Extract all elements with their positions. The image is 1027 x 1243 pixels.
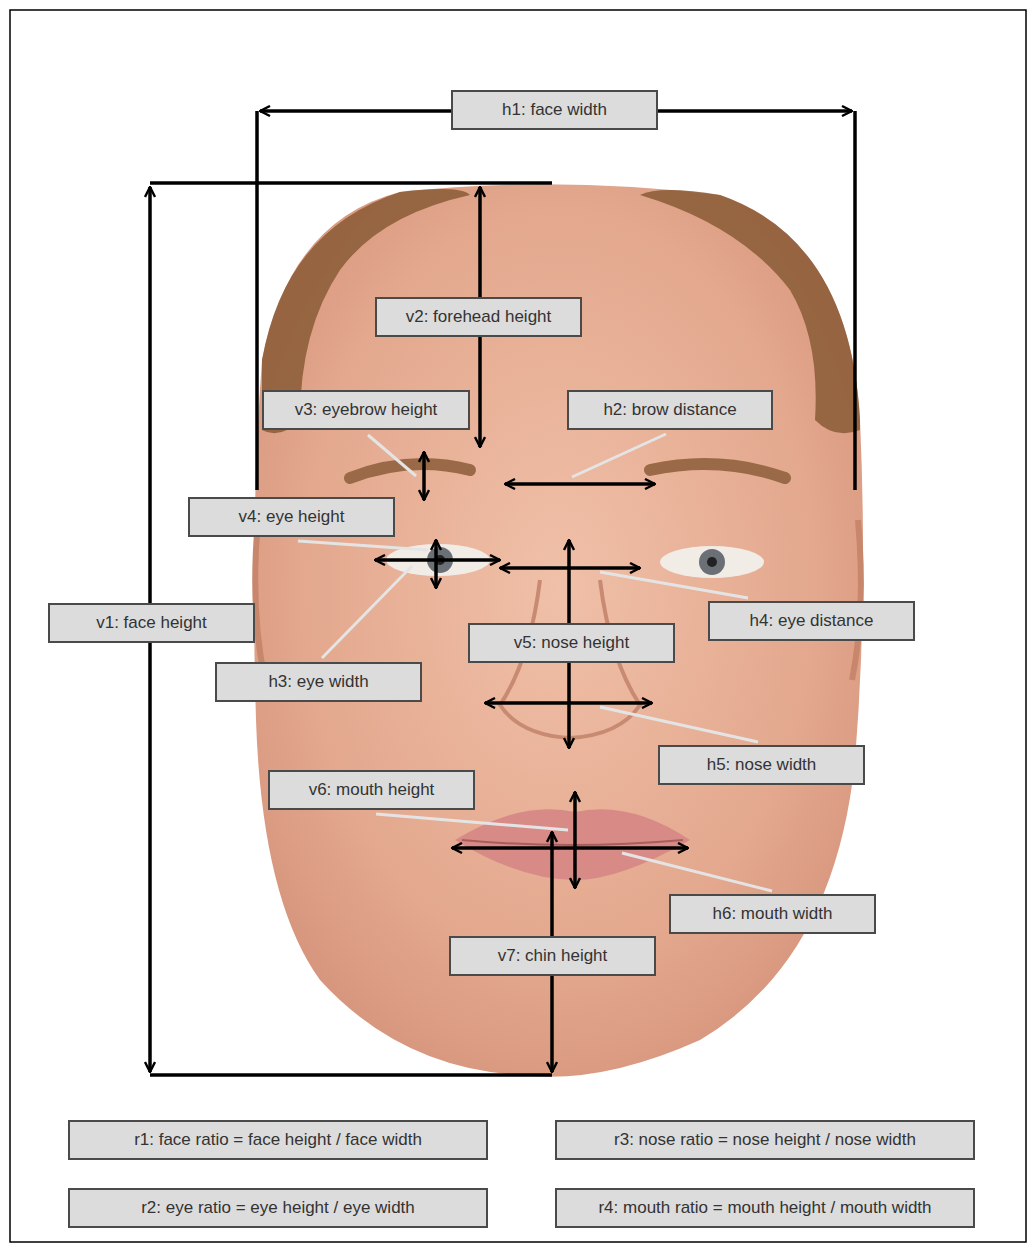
label-box: h4: eye distance [708, 601, 915, 641]
ear [852, 520, 861, 680]
label-box: v6: mouth height [268, 770, 475, 810]
leader-line [322, 566, 412, 658]
label-box: v7: chin height [449, 936, 656, 976]
label-text: h4: eye distance [742, 611, 882, 631]
label-text: v6: mouth height [301, 780, 443, 800]
label-text: h2: brow distance [595, 400, 744, 420]
label-text: r4: mouth ratio = mouth height / mouth w… [590, 1198, 939, 1218]
ear [255, 520, 265, 680]
dimension-arrow [505, 482, 655, 486]
extension-line [150, 181, 552, 185]
extension-line [255, 111, 259, 490]
label-box: h3: eye width [215, 662, 422, 702]
dimension-arrow [485, 701, 652, 705]
lips [455, 809, 690, 880]
label-text: v2: forehead height [398, 307, 560, 327]
frame [10, 10, 1026, 1242]
label-box: r2: eye ratio = eye height / eye width [68, 1188, 488, 1228]
label-box: v3: eyebrow height [262, 390, 470, 430]
label-text: v7: chin height [490, 946, 616, 966]
label-text: r1: face ratio = face height / face widt… [126, 1130, 430, 1150]
eye [660, 546, 764, 578]
leader-line [600, 572, 748, 598]
label-text: h6: mouth width [704, 904, 840, 924]
extension-line [150, 1073, 552, 1077]
leader-line [298, 541, 428, 550]
label-box: h6: mouth width [669, 894, 876, 934]
label-box: v5: nose height [468, 623, 675, 663]
iris [699, 549, 725, 575]
label-box: h5: nose width [658, 745, 865, 785]
label-box: r1: face ratio = face height / face widt… [68, 1120, 488, 1160]
label-text: r2: eye ratio = eye height / eye width [133, 1198, 423, 1218]
label-box: h2: brow distance [567, 390, 773, 430]
label-text: h5: nose width [699, 755, 825, 775]
label-text: v5: nose height [506, 633, 637, 653]
dimension-arrow [422, 452, 426, 500]
lip-line [462, 840, 683, 845]
pupil [707, 557, 717, 567]
dimension-arrow [452, 846, 688, 850]
extension-line [853, 111, 857, 490]
leader-line [600, 707, 758, 742]
label-text: h3: eye width [260, 672, 376, 692]
label-box: r4: mouth ratio = mouth height / mouth w… [555, 1188, 975, 1228]
leader-line [572, 434, 666, 477]
label-text: v1: face height [88, 613, 215, 633]
label-box: v4: eye height [188, 497, 395, 537]
eyebrow [650, 464, 785, 478]
label-text: h1: face width [494, 100, 615, 120]
dimension-arrow [573, 792, 577, 888]
dimension-arrow [375, 558, 500, 562]
leader-line [376, 814, 568, 830]
label-text: r3: nose ratio = nose height / nose widt… [606, 1130, 924, 1150]
leader-line [622, 853, 772, 891]
label-box: h1: face width [451, 90, 658, 130]
leader-line [368, 435, 416, 476]
label-box: v2: forehead height [375, 297, 582, 337]
label-box: v1: face height [48, 603, 255, 643]
label-text: v3: eyebrow height [287, 400, 446, 420]
dimension-arrow [434, 540, 438, 588]
label-box: r3: nose ratio = nose height / nose widt… [555, 1120, 975, 1160]
label-text: v4: eye height [231, 507, 353, 527]
